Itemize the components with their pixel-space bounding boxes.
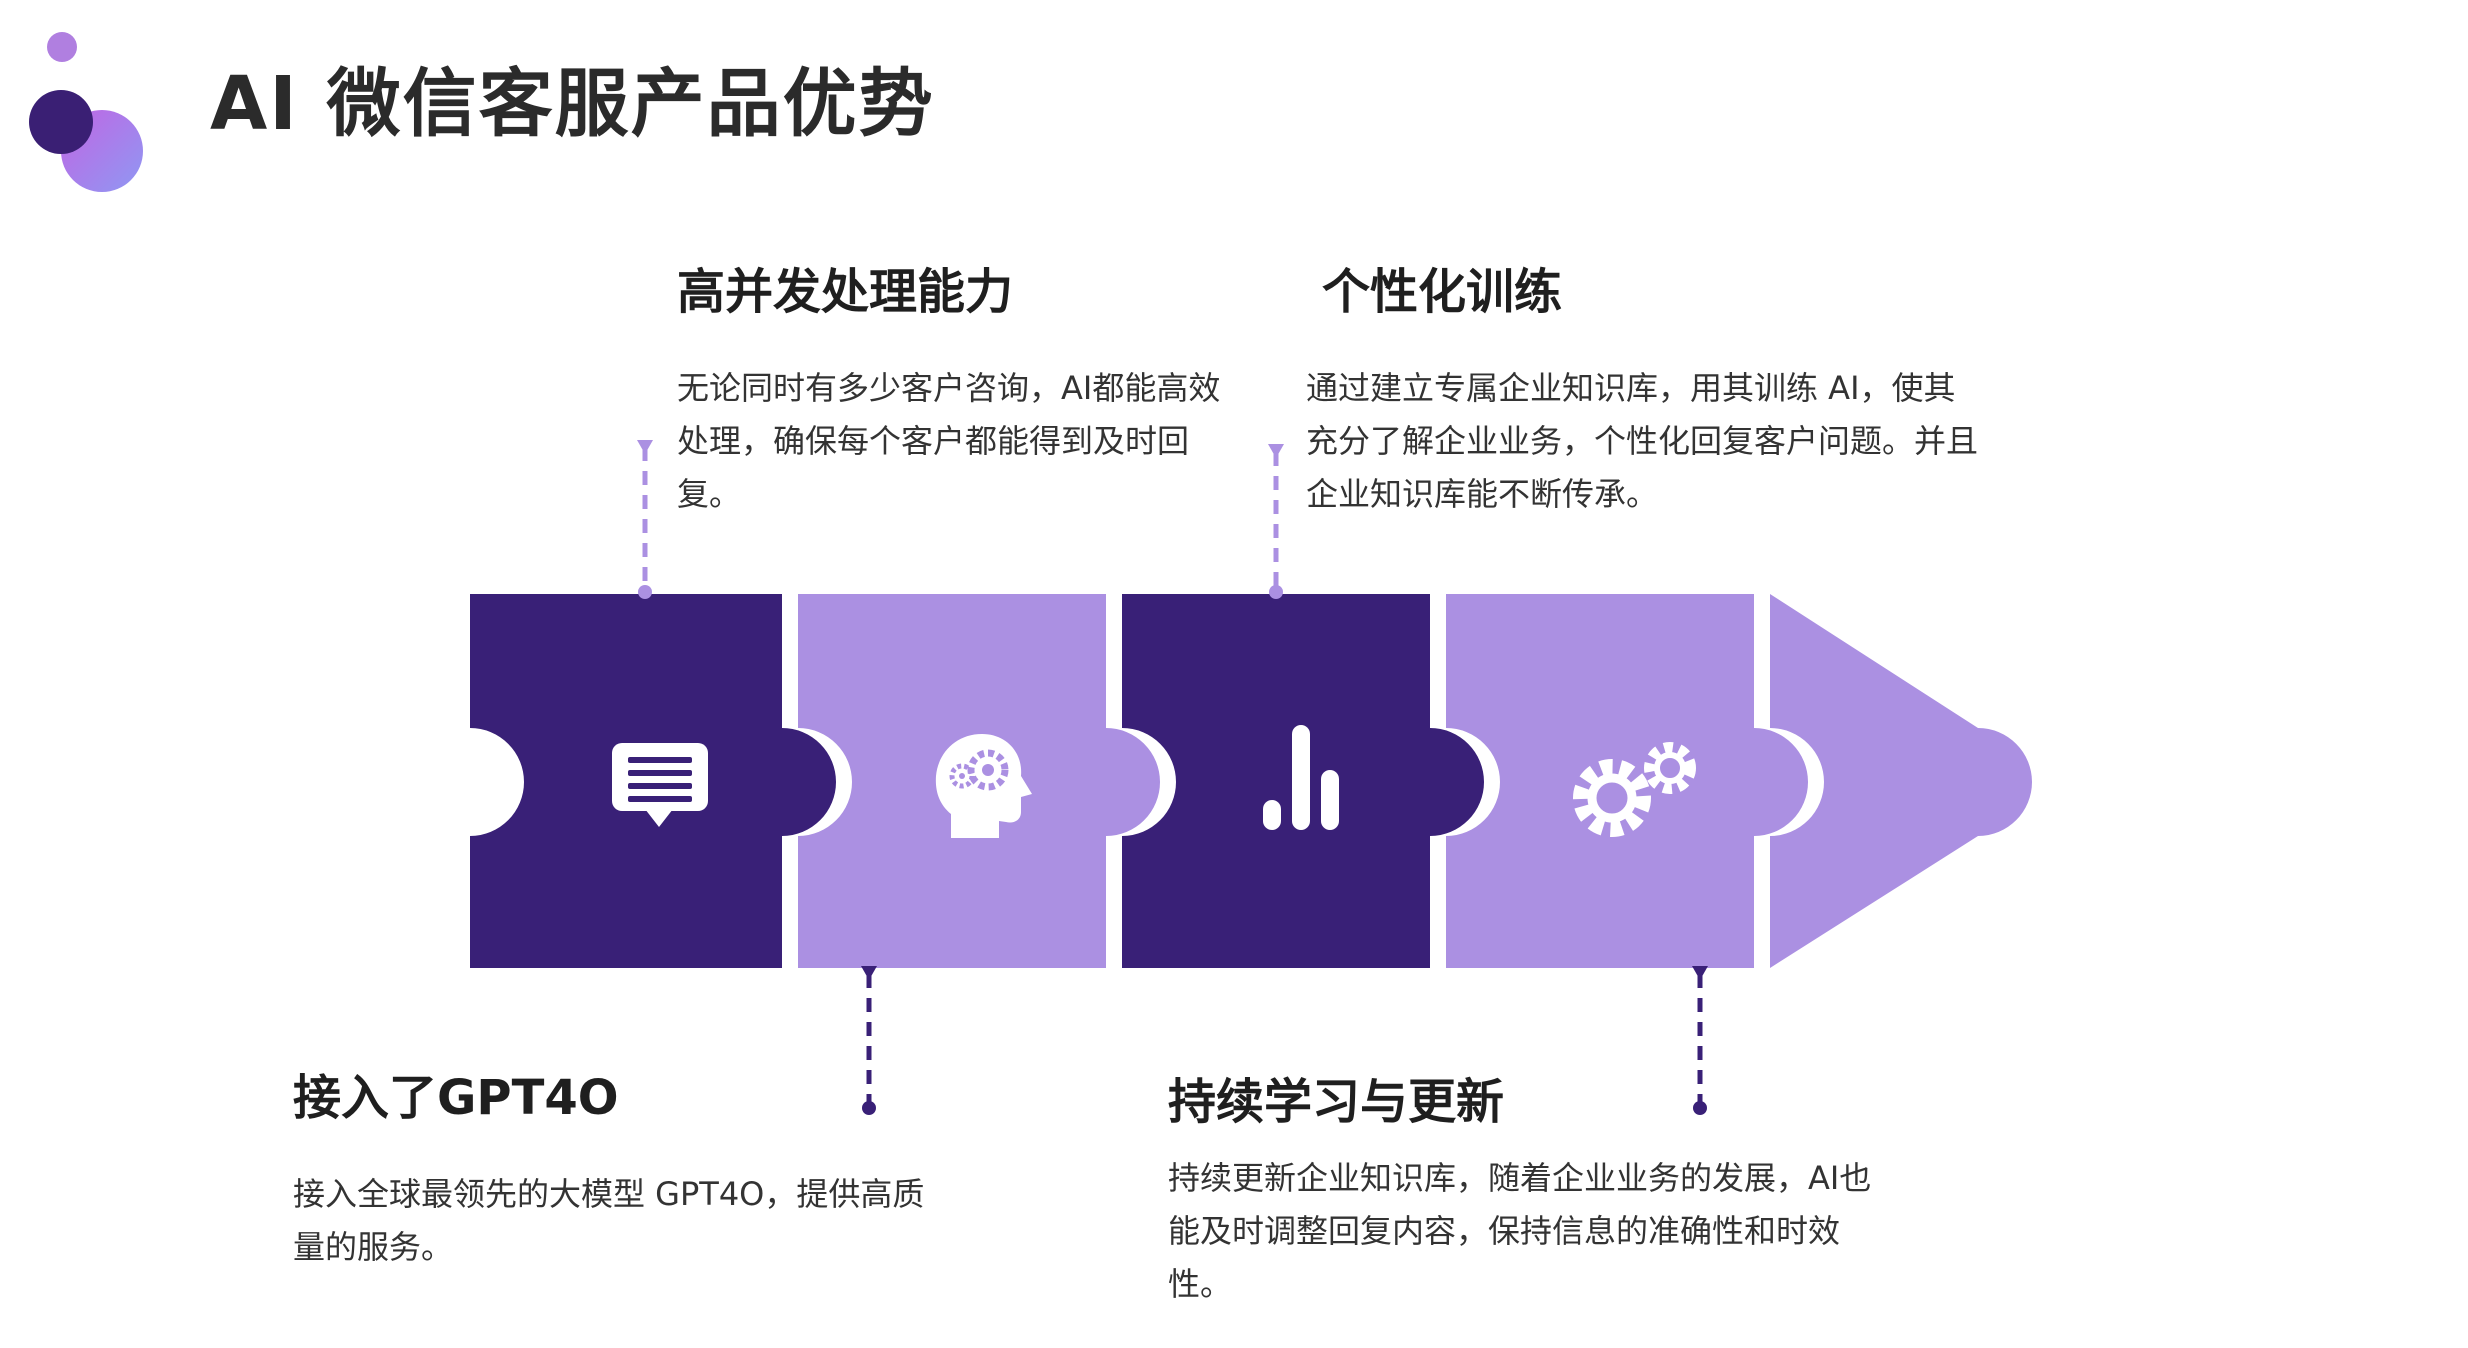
feature-title-gpt4o: 接入了GPT4O xyxy=(293,1070,619,1126)
logo-small-circle xyxy=(47,32,77,62)
page-title: AI 微信客服产品优势 xyxy=(210,61,935,147)
connector-4-ends xyxy=(1692,966,1708,1115)
feature-desc-personalized-training: 通过建立专属企业知识库，用其训练 AI，使其充分了解企业业务，个性化回复客户问题… xyxy=(1306,369,1979,513)
decorative-logo-circles xyxy=(29,32,143,192)
arrow-head-shape xyxy=(1770,594,2032,968)
feature-title-high-concurrency: 高并发处理能力 xyxy=(677,264,1014,320)
feature-desc-gpt4o: 接入全球最领先的大模型 GPT4O，提供高质量的服务。 xyxy=(293,1175,925,1266)
gears-icon xyxy=(1573,742,1696,837)
chat-message-icon xyxy=(612,743,708,827)
feature-desc-high-concurrency: 无论同时有多少客户咨询，AI都能高效处理，确保每个客户都能得到及时回复。 xyxy=(677,369,1221,513)
ai-head-gears-icon xyxy=(935,734,1032,838)
connector-2-ends xyxy=(1268,444,1284,599)
feature-title-continuous-learning: 持续学习与更新 xyxy=(1168,1074,1505,1130)
bar-chart-icon xyxy=(1263,725,1339,830)
arrow-head xyxy=(1770,594,2032,968)
logo-dark-circle xyxy=(29,90,93,154)
feature-title-personalized-training: 个性化训练 xyxy=(1322,264,1563,320)
connector-1-ends xyxy=(637,440,653,599)
feature-desc-continuous-learning: 持续更新企业知识库，随着企业业务的发展，AI也能及时调整回复内容，保持信息的准确… xyxy=(1168,1159,1872,1303)
connector-3-ends xyxy=(861,966,877,1115)
